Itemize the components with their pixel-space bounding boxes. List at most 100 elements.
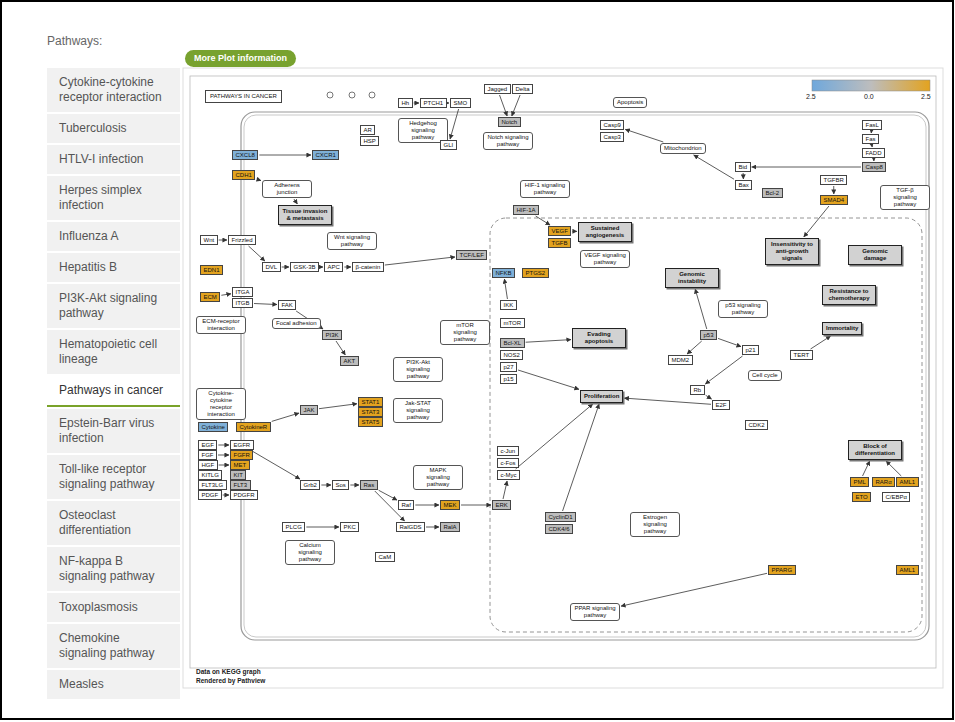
gene-box: PTCH1 bbox=[420, 98, 447, 108]
node-text: Casp3 bbox=[604, 134, 621, 141]
pathway-box: Notch signaling pathway bbox=[483, 132, 533, 150]
gene-box: ETO bbox=[852, 492, 871, 502]
node-text: p15 bbox=[504, 376, 514, 383]
menu-item: Hematopoietic cell lineage bbox=[47, 330, 180, 374]
gene-box: PML bbox=[850, 477, 869, 487]
node-text: Sustained angiogenesis bbox=[582, 225, 628, 239]
node-text: Bax bbox=[739, 182, 749, 189]
ligand-circle bbox=[369, 92, 375, 98]
node-text: Delta bbox=[516, 86, 530, 93]
gene-box: c-Fos bbox=[497, 458, 519, 468]
gene-box: FLT3 bbox=[230, 480, 251, 490]
gene-box: Jagged bbox=[484, 84, 511, 94]
pathway-arrow bbox=[219, 240, 227, 241]
node-text: PML bbox=[854, 479, 866, 486]
gene-box: Raf bbox=[398, 500, 414, 510]
node-text: Notch bbox=[502, 119, 518, 126]
node-text: IKK bbox=[504, 302, 514, 309]
gene-box: MET bbox=[230, 460, 250, 470]
node-text: PDGFR bbox=[234, 492, 255, 499]
node-text: TGFB bbox=[552, 240, 568, 247]
pathway-box: Cytokine-cytokine receptor interaction bbox=[196, 388, 246, 420]
menu-item: PI3K-Akt signaling pathway bbox=[47, 284, 180, 328]
gene-box: SMAD4 bbox=[820, 195, 848, 205]
pathway-arrow bbox=[414, 103, 419, 104]
node-text: Bid bbox=[739, 164, 748, 171]
gene-box: NFKB bbox=[492, 268, 515, 278]
node-text: Adherens junction bbox=[266, 182, 308, 196]
panel-heading: Pathways: bbox=[47, 34, 102, 48]
gene-box: TGFBR bbox=[820, 175, 847, 185]
pathway-arrow bbox=[461, 505, 491, 506]
node-text: Hh bbox=[402, 100, 410, 107]
node-text: FGF bbox=[202, 452, 214, 459]
node-text: ETO bbox=[856, 494, 868, 501]
gene-box: Cytokine bbox=[198, 422, 228, 432]
pathway-arrow bbox=[833, 186, 834, 194]
node-text: Apoptosis bbox=[617, 99, 643, 106]
node-text: VEGF bbox=[552, 228, 568, 235]
node-text: SMO bbox=[454, 100, 468, 107]
gene-box: Bid bbox=[735, 162, 751, 172]
gene-box: CaM bbox=[375, 552, 395, 562]
pathway-arrow bbox=[705, 356, 742, 384]
node-text: Hepatitis B bbox=[59, 260, 170, 275]
ligand-circle bbox=[349, 92, 355, 98]
node-text: Fas bbox=[866, 136, 876, 143]
pathway-box: Calcium signaling pathway bbox=[285, 540, 335, 565]
scale-tick: 2.5 bbox=[921, 93, 931, 101]
pathway-box: Focal adhesion bbox=[272, 318, 321, 329]
pathway-arrow bbox=[536, 216, 550, 225]
node-text: PDGF bbox=[202, 492, 219, 499]
node-text: HSP bbox=[364, 138, 376, 145]
pathway-box: TGF-β signaling pathway bbox=[880, 185, 930, 210]
gene-box: GSK-3B bbox=[290, 262, 319, 272]
node-text: c-Fos bbox=[501, 460, 516, 467]
node-text: Immortality bbox=[826, 325, 858, 332]
pathway-arrow bbox=[254, 304, 277, 305]
pathway-arrow bbox=[625, 129, 663, 142]
node-text: c-Myc bbox=[501, 472, 517, 479]
gene-box: NOS2 bbox=[500, 350, 523, 360]
node-text: Estrogen signaling pathway bbox=[634, 514, 676, 535]
pathway-arrow bbox=[450, 109, 459, 139]
node-text: PPARG bbox=[772, 567, 793, 574]
node-text: Cytokine-cytokine receptor interaction bbox=[59, 75, 170, 105]
gene-box: HGF bbox=[198, 460, 218, 470]
node-text: Notch signaling pathway bbox=[487, 134, 529, 148]
scale-tick: 2.5 bbox=[806, 93, 816, 101]
node-text: ECM-receptor interaction bbox=[200, 318, 242, 332]
menu-item: Cytokine-cytokine receptor interaction bbox=[47, 68, 180, 112]
node-text: Proliferation bbox=[584, 393, 619, 400]
node-text: ECM bbox=[204, 294, 217, 301]
outcome-box: Immortality bbox=[822, 322, 862, 335]
pathway-box: Estrogen signaling pathway bbox=[630, 512, 680, 537]
menu-item: NF-kappa B signaling pathway bbox=[47, 547, 180, 591]
node-text: Herpes simplex infection bbox=[59, 183, 170, 213]
pathway-arrow bbox=[336, 341, 345, 355]
pathway-arrow bbox=[695, 289, 707, 329]
gene-box: mTOR bbox=[500, 318, 525, 328]
node-text: Epstein-Barr virus infection bbox=[59, 416, 170, 446]
node-text: Jak-STAT signaling pathway bbox=[397, 400, 439, 421]
pathway-arrow bbox=[259, 155, 311, 156]
node-text: RalGDS bbox=[400, 524, 422, 531]
pathway-arrow bbox=[718, 338, 741, 346]
node-text: HTLV-I infection bbox=[59, 152, 170, 167]
gene-box: MEK bbox=[440, 500, 460, 510]
node-text: ITGA bbox=[236, 289, 250, 296]
plot-panel bbox=[183, 68, 943, 688]
pathway-arrow bbox=[249, 246, 265, 261]
gene-box: EGFR bbox=[230, 440, 254, 450]
pathway-arrow bbox=[518, 370, 579, 389]
node-text: AR bbox=[364, 127, 372, 134]
cell-membrane bbox=[241, 112, 929, 640]
node-text: NF-kappa B signaling pathway bbox=[59, 554, 170, 584]
node-text: TERT bbox=[794, 352, 810, 359]
node-text: Hematopoietic cell lineage bbox=[59, 337, 170, 367]
node-text: MEK bbox=[444, 502, 457, 509]
node-text: DVL bbox=[266, 264, 278, 271]
node-text: Raf bbox=[402, 502, 411, 509]
